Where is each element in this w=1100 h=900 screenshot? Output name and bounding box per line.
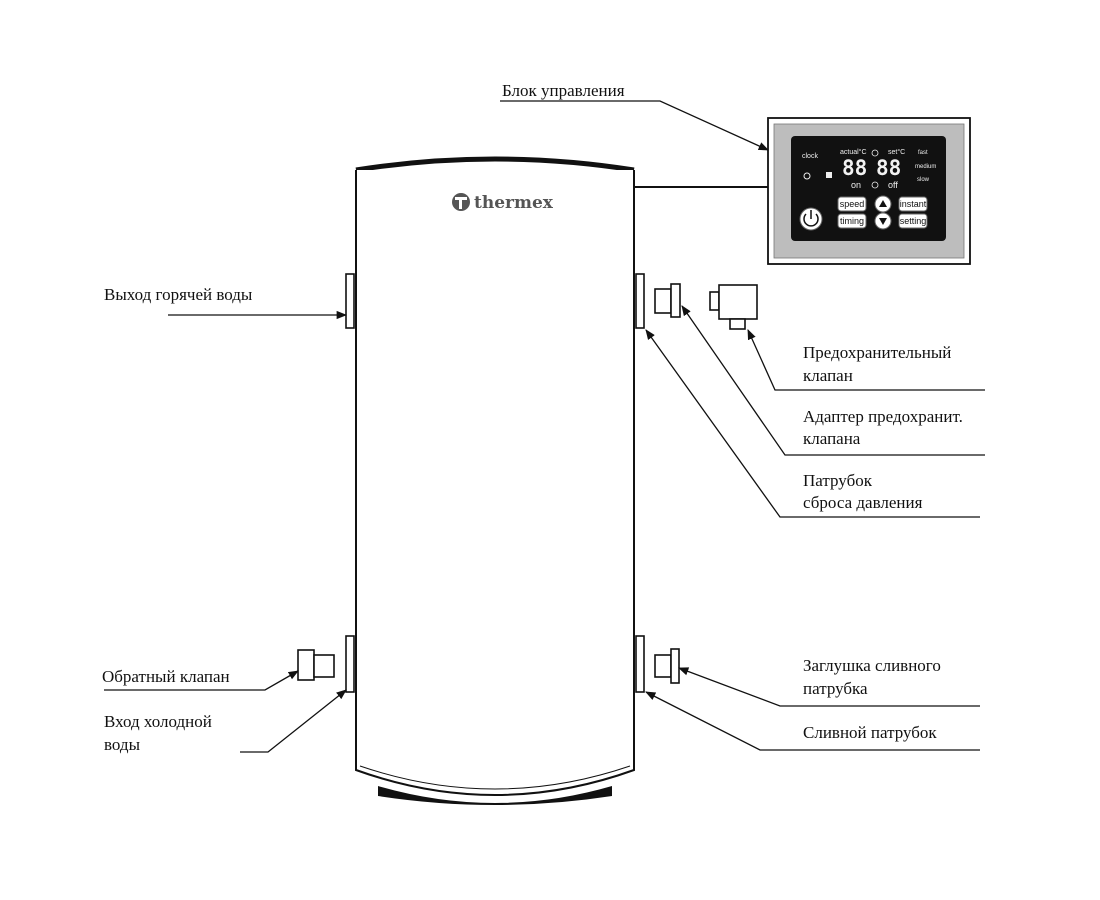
control-unit: clock actual°C set°C fast medium slow 88… xyxy=(767,117,971,265)
off-label: off xyxy=(888,180,898,190)
display-left-digits: 88 xyxy=(842,156,867,180)
label-drain-pipe: Сливной патрубок xyxy=(803,723,937,742)
leader-drain-plug xyxy=(678,667,980,707)
leader-drain-pipe xyxy=(645,691,980,751)
label-check-valve: Обратный клапан xyxy=(102,667,230,686)
safety-valve-adapter xyxy=(654,283,681,318)
setting-button-label: setting xyxy=(900,216,927,226)
mode-fast-label: fast xyxy=(918,150,928,156)
label-safety-valve-line1: Предохранительный xyxy=(803,343,951,362)
setting-button[interactable]: setting xyxy=(898,213,928,229)
label-hot-water-out: Выход горячей воды xyxy=(104,285,253,304)
label-drain-plug-line1: Заглушка сливного xyxy=(803,656,941,675)
leader-safety-adapter xyxy=(681,305,985,456)
leader-control-unit xyxy=(500,100,769,151)
up-button[interactable] xyxy=(874,195,892,213)
timing-button[interactable]: timing xyxy=(837,213,867,229)
power-button[interactable] xyxy=(799,207,823,231)
heat-indicator-icon xyxy=(826,172,832,178)
label-safety-valve-line2: клапан xyxy=(803,366,853,385)
label-pressure-relief-line1: Патрубок xyxy=(803,471,873,490)
hot-water-outlet-fitting xyxy=(345,273,355,329)
instant-button[interactable]: instant xyxy=(898,196,928,212)
leader-pressure-relief xyxy=(645,329,980,518)
set-temp-label: set°C xyxy=(888,148,905,156)
timing-button-label: timing xyxy=(840,216,864,226)
brand-logo: thermex xyxy=(452,193,554,213)
down-button[interactable] xyxy=(874,212,892,230)
mode-slow-label: slow xyxy=(917,177,930,183)
speed-button-label: speed xyxy=(840,199,865,209)
schedule-icon xyxy=(871,181,879,189)
actual-temp-label: actual°C xyxy=(840,148,867,156)
check-valve xyxy=(297,649,335,681)
brand-name: thermex xyxy=(474,193,554,213)
display-right-digits: 88 xyxy=(876,156,901,180)
leader-check-valve xyxy=(104,670,299,691)
label-safety-adapter-line2: клапана xyxy=(803,429,861,448)
label-safety-adapter-line1: Адаптер предохранит. xyxy=(803,407,963,426)
drain-pipe-fitting xyxy=(635,635,645,693)
safety-valve xyxy=(709,284,758,330)
speed-button[interactable]: speed xyxy=(837,196,867,212)
power-icon xyxy=(803,213,819,227)
arrow-down-icon xyxy=(879,218,887,225)
timer-icon xyxy=(871,149,879,157)
label-cold-water-in-line1: Вход холодной xyxy=(104,712,212,731)
leader-safety-valve xyxy=(747,329,985,391)
leader-cold-water-in xyxy=(240,689,347,753)
label-drain-plug-line2: патрубка xyxy=(803,679,868,698)
label-pressure-relief-line2: сброса давления xyxy=(803,493,923,512)
drain-plug xyxy=(654,648,680,684)
arrow-up-icon xyxy=(879,200,887,207)
clock-label: clock xyxy=(802,153,818,160)
clock-indicator-icon xyxy=(803,172,811,180)
pressure-relief-pipe-fitting xyxy=(635,273,645,329)
mode-medium-label: medium xyxy=(915,164,936,170)
on-label: on xyxy=(851,180,861,190)
label-cold-water-in-line2: воды xyxy=(104,735,141,754)
label-control-unit: Блок управления xyxy=(502,81,625,100)
cold-water-inlet-fitting xyxy=(345,635,355,693)
tank xyxy=(355,156,635,805)
instant-button-label: instant xyxy=(900,199,927,209)
